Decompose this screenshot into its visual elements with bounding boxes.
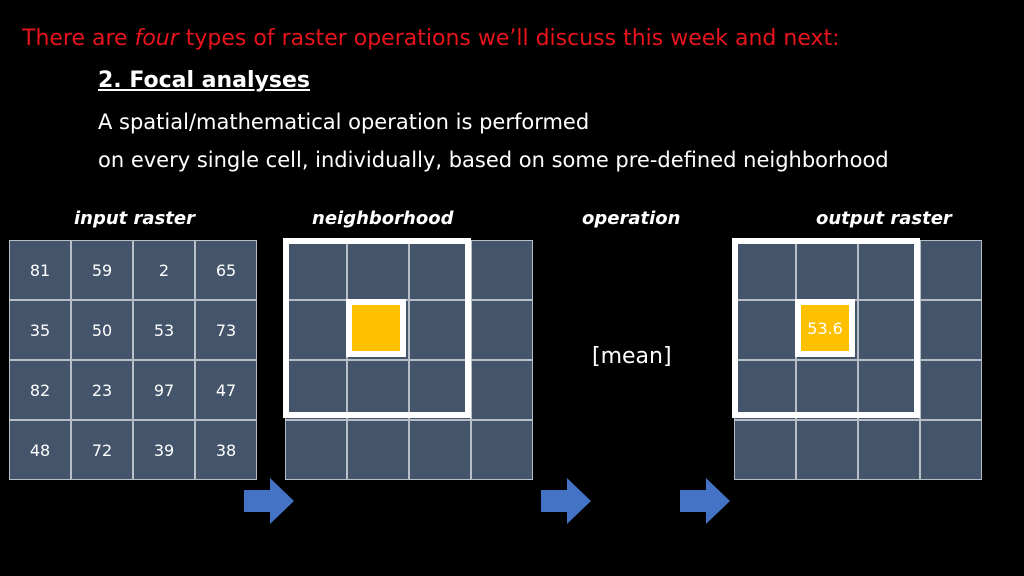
neighborhood-cell (348, 361, 408, 419)
description-line-1: A spatial/mathematical operation is perf… (98, 110, 590, 134)
input-raster-cell: 38 (196, 421, 256, 479)
input-raster-cell: 97 (134, 361, 194, 419)
neighborhood-cell (286, 241, 346, 299)
neighborhood-cell (410, 301, 470, 359)
input-raster-cell: 53 (134, 301, 194, 359)
heading-pre: There are (22, 26, 135, 51)
heading-post: types of raster operations we’ll discuss… (178, 26, 840, 51)
neighborhood-cell (472, 421, 532, 479)
neighborhood-cell (348, 241, 408, 299)
output-raster-cell (735, 301, 795, 359)
section-subtitle: 2. Focal analyses (98, 68, 311, 93)
input-raster-cell: 2 (134, 241, 194, 299)
output-raster-label: output raster (816, 208, 952, 229)
neighborhood-label: neighborhood (312, 208, 454, 229)
input-raster-cell: 73 (196, 301, 256, 359)
input-raster-cell: 72 (72, 421, 132, 479)
neighborhood-grid (285, 240, 533, 480)
arrow-right-icon (680, 478, 730, 524)
operation-name: [mean] (592, 344, 672, 369)
neighborhood-cell (348, 421, 408, 479)
neighborhood-cell (286, 361, 346, 419)
operation-label: operation (582, 208, 681, 229)
output-raster-cell (797, 361, 857, 419)
neighborhood-cell (286, 301, 346, 359)
neighborhood-cell (472, 301, 532, 359)
neighborhood-cell (472, 241, 532, 299)
output-raster-cell (921, 421, 981, 479)
input-raster-cell: 48 (10, 421, 70, 479)
neighborhood-cell (286, 421, 346, 479)
neighborhood-focal-cell (346, 299, 406, 357)
input-raster-cell: 81 (10, 241, 70, 299)
output-raster-cell (859, 361, 919, 419)
output-raster-cell (735, 421, 795, 479)
output-raster-cell (921, 301, 981, 359)
neighborhood-cell (410, 361, 470, 419)
output-raster-cell (921, 361, 981, 419)
slide-heading: There are four types of raster operation… (22, 26, 840, 51)
neighborhood-cell (410, 241, 470, 299)
arrow-right-icon (244, 478, 294, 524)
neighborhood-cell (410, 421, 470, 479)
output-raster-cell (859, 301, 919, 359)
input-raster-cell: 35 (10, 301, 70, 359)
output-raster-cell (797, 241, 857, 299)
output-raster-cell (921, 241, 981, 299)
input-raster-cell: 82 (10, 361, 70, 419)
output-focal-cell: 53.6 (795, 299, 855, 357)
output-raster-cell (797, 421, 857, 479)
input-raster-cell: 39 (134, 421, 194, 479)
output-focal-value: 53.6 (807, 318, 843, 338)
arrow-right-icon (541, 478, 591, 524)
output-raster-cell (859, 421, 919, 479)
description-line-2: on every single cell, individually, base… (98, 148, 889, 172)
input-raster-label: input raster (74, 208, 195, 229)
neighborhood-cell (472, 361, 532, 419)
input-raster-cell: 47 (196, 361, 256, 419)
input-raster-cell: 50 (72, 301, 132, 359)
output-raster-cell (735, 361, 795, 419)
heading-emphasis: four (134, 26, 179, 51)
input-raster-cell: 65 (196, 241, 256, 299)
input-raster-cell: 59 (72, 241, 132, 299)
output-raster-grid (734, 240, 982, 480)
output-raster-cell (859, 241, 919, 299)
input-raster-cell: 23 (72, 361, 132, 419)
output-raster-cell (735, 241, 795, 299)
